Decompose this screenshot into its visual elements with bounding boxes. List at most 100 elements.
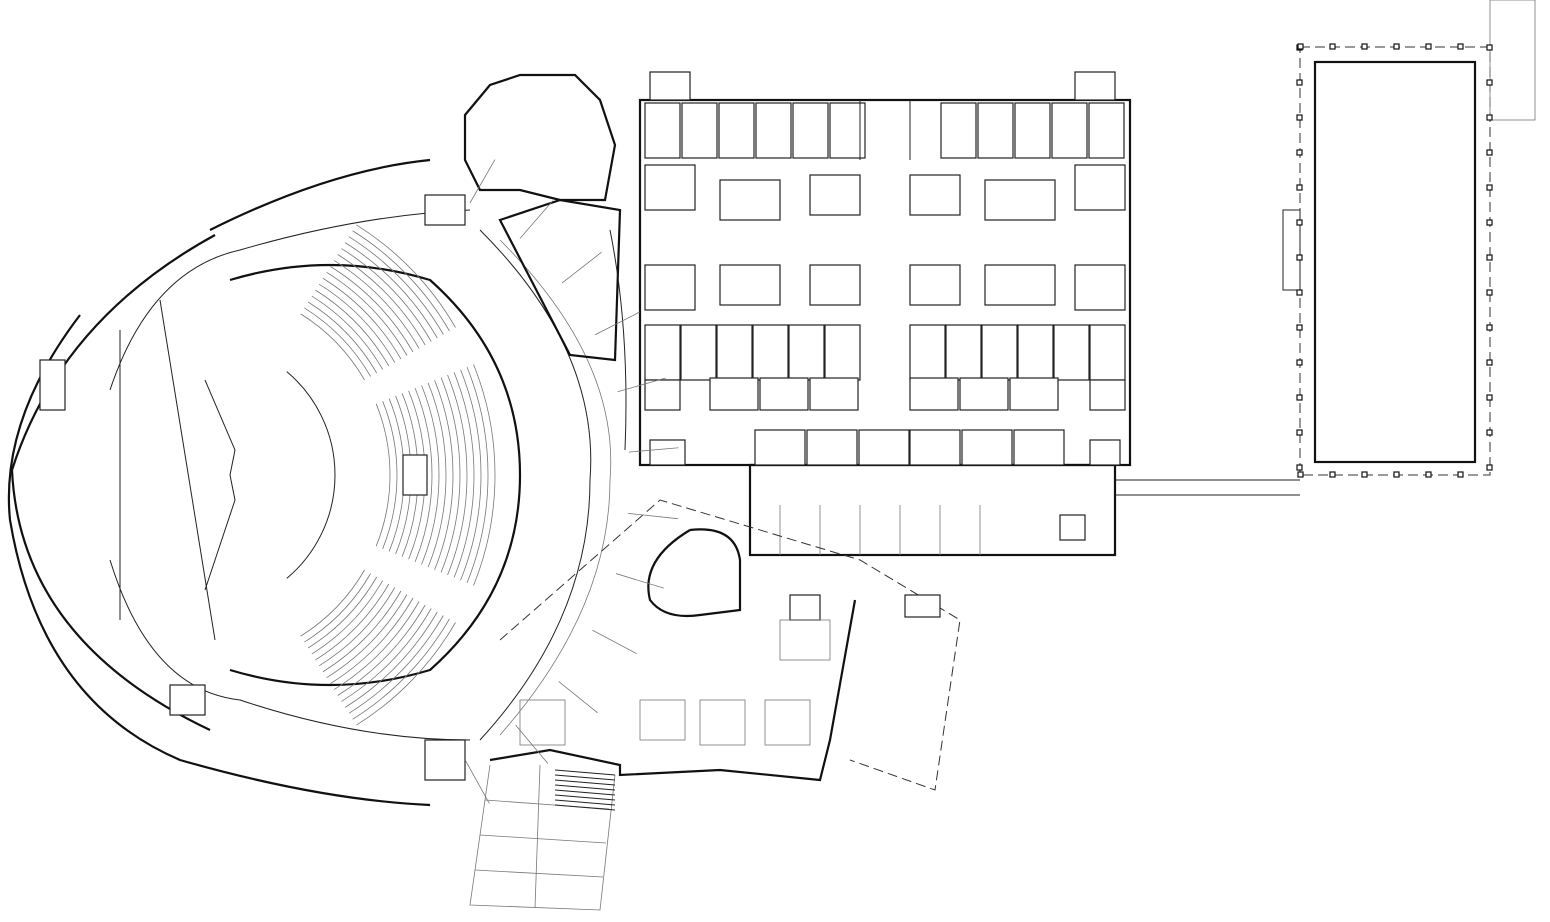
room [709,377,759,411]
column [1486,359,1493,366]
seat-row [352,230,450,332]
room [945,324,982,381]
column [1486,79,1493,86]
seat-row [341,248,432,342]
connector-wall [498,198,622,362]
seat-row [330,597,414,684]
column [1296,324,1303,331]
north-entry-wing [463,73,627,451]
paving-panel [764,699,811,746]
column [1393,43,1400,50]
column [1361,471,1368,478]
column [1297,43,1304,50]
seat-row [322,590,402,673]
seat-row [300,313,365,381]
ramp-outline [469,764,616,911]
column [1329,471,1336,478]
building-extension [748,463,1117,557]
bump-out [1282,209,1301,291]
room [792,102,829,159]
seat-row [333,601,420,690]
room [644,264,696,311]
column [1486,44,1493,51]
lobby-ring-inner [109,209,471,391]
house-wall [229,263,522,687]
seat-row [466,366,489,584]
room [909,324,946,381]
column [1425,43,1432,50]
plaza-boundary [499,499,961,791]
room [824,324,861,381]
room [754,429,806,466]
seat-row [300,569,365,637]
room [806,429,858,466]
elevator [1059,514,1086,541]
column [1457,471,1464,478]
paving-grid [464,159,831,804]
room [829,102,866,159]
stair [1074,71,1116,101]
north-wing-wall [463,73,617,202]
seat-row [337,604,426,696]
seat-row [307,301,378,374]
room [1014,102,1051,159]
seat-row [344,611,438,708]
seat-row [326,594,408,679]
room [1089,439,1121,466]
ramp-line [474,869,604,878]
seat-row [315,289,390,367]
room [961,429,1013,466]
room [1088,102,1125,159]
ramp-grid [469,764,616,911]
room [809,264,861,306]
room [1051,102,1088,159]
room [1089,379,1126,411]
room [644,379,681,411]
seat-row [319,283,396,363]
step-line [554,769,616,776]
seat-row [453,372,475,578]
seat-row [337,254,426,346]
column [1393,471,1400,478]
room [718,102,755,159]
seat-row [322,277,402,360]
stair [649,71,691,101]
room [981,324,1018,381]
reception-desk [647,528,742,618]
room [940,102,977,159]
room [1013,429,1065,466]
room [909,174,961,216]
room [644,164,696,211]
control-booth [402,454,428,496]
stair [424,739,466,781]
classroom-block [638,71,1132,557]
seat-row [348,615,444,714]
ring-panel-line [617,377,666,393]
room [984,179,1056,221]
room [1009,377,1059,411]
room [719,179,781,221]
seat-row [434,380,454,570]
ring-panel-line [592,629,637,655]
seat-row [348,236,444,335]
room [759,377,809,411]
column [1425,471,1432,478]
seat-row [375,403,391,547]
seat-row [311,580,384,655]
column [1329,43,1336,50]
seat-row [440,377,461,573]
orchestra-edge [286,371,336,579]
seat-row [307,576,378,649]
seat-row [304,573,371,643]
ring-panel-line [469,159,496,204]
ring-panel-line [519,200,554,239]
column [1486,464,1493,471]
ring-panel-line [628,447,679,453]
step-line [554,789,616,796]
plaza-wall [489,599,857,782]
annex-building [1115,0,1536,496]
columns [1296,43,1493,478]
lobby-ring-inner-lower [109,559,471,741]
column [1486,184,1493,191]
